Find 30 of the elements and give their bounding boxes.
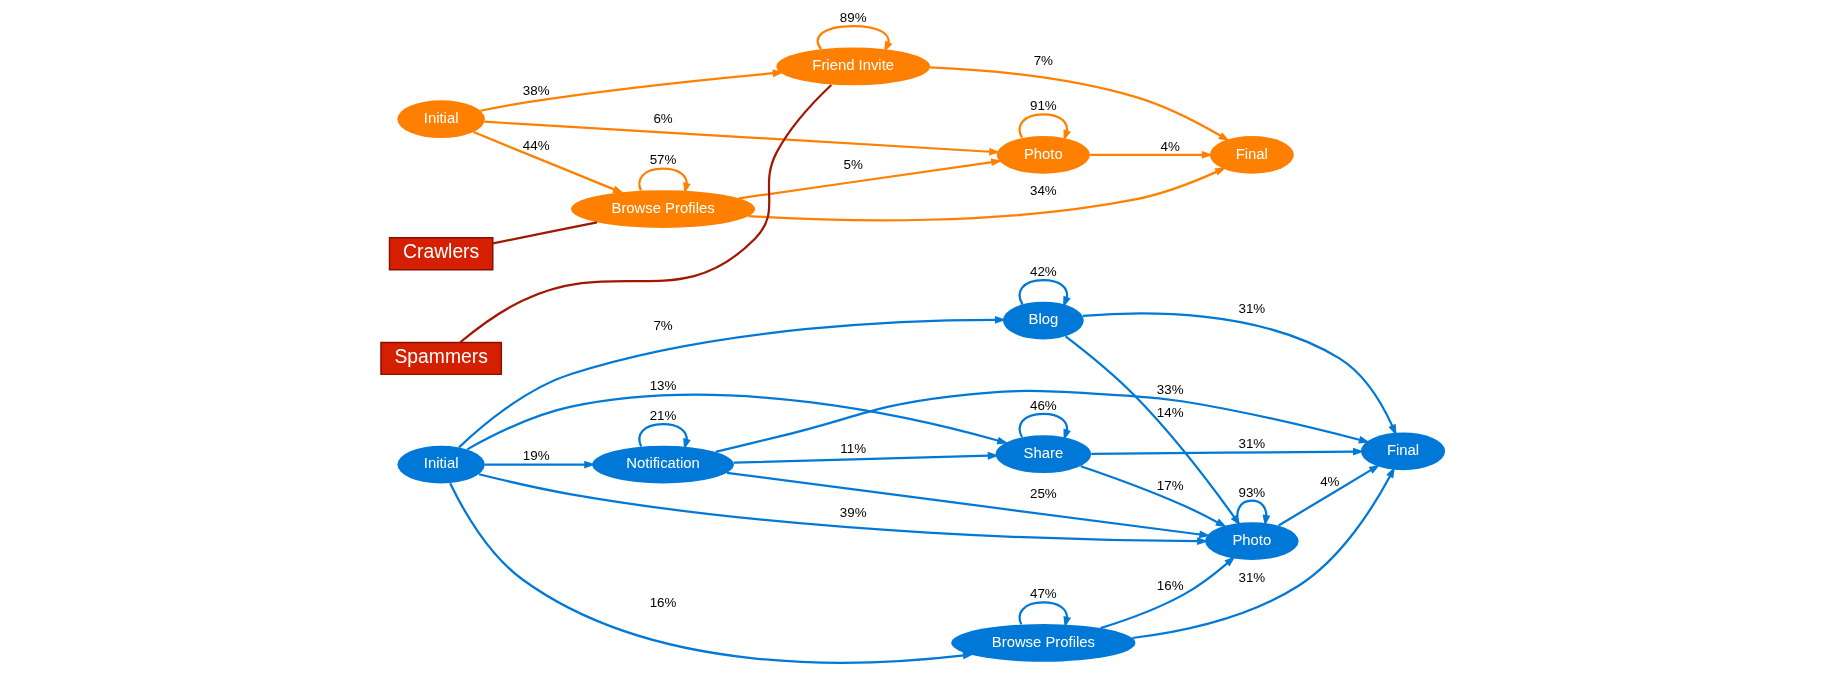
edge-label: 16% [1156,578,1184,594]
edge-label: 14% [1156,405,1184,421]
edge-label: 57% [649,152,677,168]
edge-label: 7% [653,318,673,334]
edge-label: 19% [522,448,550,464]
edge-label: 47% [1029,586,1057,602]
edge-label: 11% [840,441,867,457]
edge-label: 17% [1156,478,1184,494]
edge-label: 38% [522,83,550,98]
edge-label: 34% [1029,183,1057,199]
edge-label: 31% [1238,569,1266,585]
edge-label: 21% [649,408,677,424]
edge-label: 4% [1320,474,1340,490]
edge-label: 42% [1029,263,1057,279]
edge-label: 89% [839,9,867,25]
edge-label: 6% [653,111,673,127]
edge-label: 31% [1238,300,1266,316]
edge-label: 5% [843,156,863,172]
edge-label: 16% [649,594,677,610]
edge-label: 31% [1238,435,1266,451]
edge-label: 46% [1029,397,1057,413]
edge-label: 91% [1029,98,1057,114]
edge-label: 44% [522,137,550,153]
edge-label: 33% [1156,381,1184,397]
edge-label: 13% [649,377,677,393]
edge-label: 4% [1160,138,1180,154]
edge-label: 39% [839,504,867,520]
edge-label: 7% [1033,52,1054,68]
edge-label: 25% [1029,486,1057,502]
edge-label: 93% [1238,484,1266,500]
